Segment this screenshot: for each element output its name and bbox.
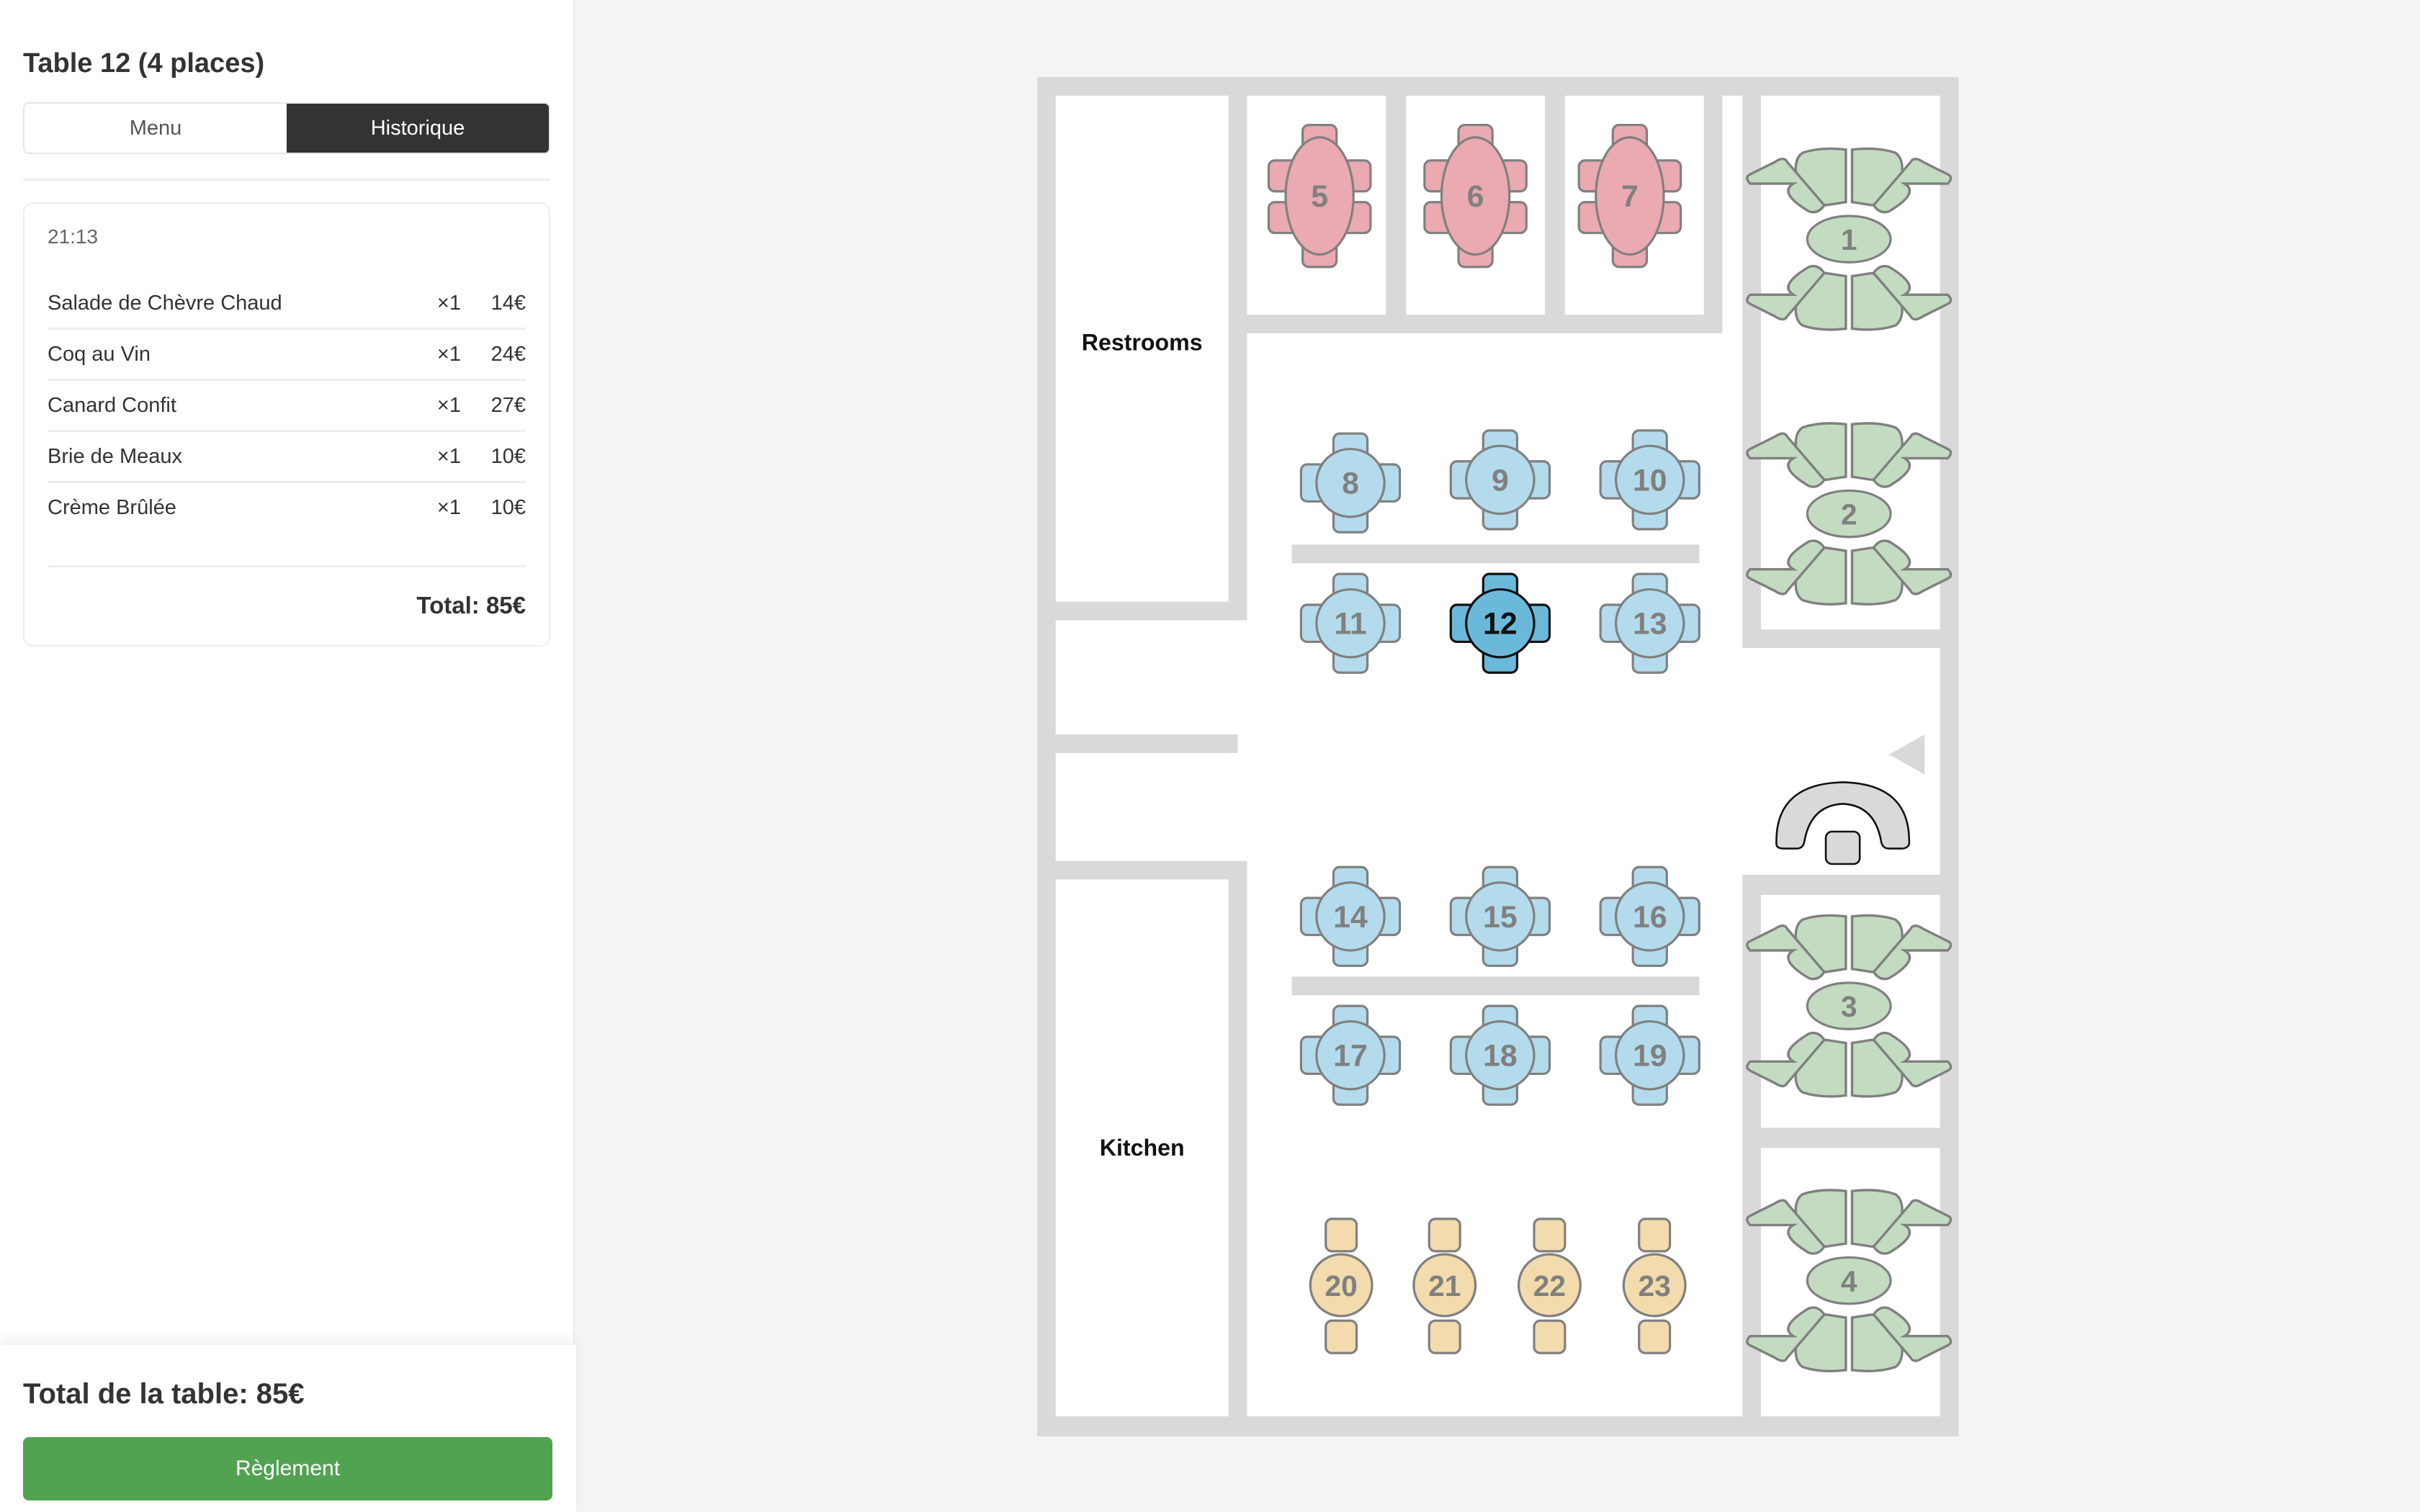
table-14[interactable]: 14 xyxy=(1299,865,1402,968)
bar-counter xyxy=(1775,781,1911,865)
order-item: Salade de Chèvre Chaud ×1 14€ xyxy=(48,279,526,330)
item-price: 10€ xyxy=(490,495,526,519)
table-7[interactable]: 7 xyxy=(1577,123,1682,269)
table-10[interactable]: 10 xyxy=(1599,429,1700,531)
sidebar-footer: Total de la table: 85€ Règlement xyxy=(0,1345,576,1512)
item-name: Crème Brûlée xyxy=(48,495,176,519)
table-9[interactable]: 9 xyxy=(1449,429,1551,531)
item-qty: ×1 xyxy=(436,495,461,519)
order-sidebar: Table 12 (4 places) Menu Historique 21:1… xyxy=(0,0,576,1512)
divider-wall xyxy=(1291,976,1700,996)
svg-text:6: 6 xyxy=(1467,179,1484,214)
table-15[interactable]: 15 xyxy=(1449,865,1551,968)
divider xyxy=(48,565,526,567)
item-price: 24€ xyxy=(490,342,526,366)
room-label-kitchen: Kitchen xyxy=(1100,1135,1185,1161)
booth-table-3[interactable]: 3 xyxy=(1746,914,1953,1096)
table-19[interactable]: 19 xyxy=(1599,1004,1700,1106)
table-12-selected[interactable]: 12 xyxy=(1449,572,1551,674)
svg-text:3: 3 xyxy=(1841,990,1857,1023)
svg-text:1: 1 xyxy=(1841,223,1857,256)
svg-text:2: 2 xyxy=(1841,498,1857,531)
divider xyxy=(23,179,550,181)
table-23[interactable]: 23 xyxy=(1622,1218,1687,1354)
table-11[interactable]: 11 xyxy=(1299,572,1402,674)
booth-table-2[interactable]: 2 xyxy=(1746,422,1953,604)
divider-wall xyxy=(1291,544,1700,564)
table-22[interactable]: 22 xyxy=(1517,1218,1582,1354)
table-13[interactable]: 13 xyxy=(1599,572,1700,674)
item-qty: ×1 xyxy=(436,444,461,468)
svg-text:19: 19 xyxy=(1633,1039,1667,1074)
item-qty: ×1 xyxy=(436,291,461,315)
svg-text:22: 22 xyxy=(1533,1269,1566,1302)
item-name: Salade de Chèvre Chaud xyxy=(48,291,282,315)
order-card: 21:13 Salade de Chèvre Chaud ×1 14€ Coq … xyxy=(23,202,550,647)
item-qty: ×1 xyxy=(436,393,461,417)
tab-menu[interactable]: Menu xyxy=(24,104,287,153)
payment-button[interactable]: Règlement xyxy=(23,1437,552,1500)
svg-text:20: 20 xyxy=(1325,1269,1358,1302)
item-name: Canard Confit xyxy=(48,393,176,417)
svg-text:8: 8 xyxy=(1342,467,1359,501)
view-tabs: Menu Historique xyxy=(23,102,550,154)
svg-text:5: 5 xyxy=(1311,179,1328,214)
item-price: 14€ xyxy=(490,291,526,315)
svg-text:14: 14 xyxy=(1333,900,1368,935)
booth-table-4[interactable]: 4 xyxy=(1746,1189,1953,1371)
svg-text:18: 18 xyxy=(1483,1039,1518,1074)
item-price: 10€ xyxy=(490,444,526,468)
table-6[interactable]: 6 xyxy=(1423,123,1528,269)
svg-text:11: 11 xyxy=(1334,607,1366,642)
entrance-arrow-icon xyxy=(1888,734,1925,775)
table-5[interactable]: 5 xyxy=(1267,123,1372,269)
order-item: Canard Confit ×1 27€ xyxy=(48,381,526,432)
svg-text:7: 7 xyxy=(1621,179,1639,214)
table-20[interactable]: 20 xyxy=(1309,1218,1373,1354)
tab-historique[interactable]: Historique xyxy=(287,104,549,153)
order-time: 21:13 xyxy=(48,225,99,248)
order-item: Brie de Meaux ×1 10€ xyxy=(48,432,526,483)
svg-text:23: 23 xyxy=(1639,1269,1671,1302)
item-qty: ×1 xyxy=(436,342,461,366)
order-item: Coq au Vin ×1 24€ xyxy=(48,330,526,381)
table-title: Table 12 (4 places) xyxy=(23,48,265,78)
svg-text:15: 15 xyxy=(1483,900,1518,935)
table-8[interactable]: 8 xyxy=(1299,432,1402,534)
order-total: Total: 85€ xyxy=(416,592,526,618)
table-21[interactable]: 21 xyxy=(1412,1218,1477,1354)
table-18[interactable]: 18 xyxy=(1449,1004,1551,1106)
order-item: Crème Brûlée ×1 10€ xyxy=(48,483,526,532)
table-total: Total de la table: 85€ xyxy=(23,1378,305,1410)
svg-text:21: 21 xyxy=(1428,1269,1461,1302)
svg-text:13: 13 xyxy=(1633,607,1667,642)
svg-text:12: 12 xyxy=(1483,607,1518,642)
item-name: Brie de Meaux xyxy=(48,444,182,468)
svg-text:10: 10 xyxy=(1633,463,1667,498)
svg-text:16: 16 xyxy=(1633,900,1667,935)
svg-text:4: 4 xyxy=(1841,1265,1857,1298)
bar-stool xyxy=(1824,830,1861,865)
svg-text:9: 9 xyxy=(1492,463,1509,498)
table-17[interactable]: 17 xyxy=(1299,1004,1402,1106)
table-16[interactable]: 16 xyxy=(1599,865,1700,968)
svg-text:17: 17 xyxy=(1333,1039,1368,1074)
item-name: Coq au Vin xyxy=(48,342,151,366)
item-price: 27€ xyxy=(490,393,526,417)
room-label-restrooms: Restrooms xyxy=(1082,329,1203,355)
order-items: Salade de Chèvre Chaud ×1 14€ Coq au Vin… xyxy=(48,279,526,532)
booth-table-1[interactable]: 1 xyxy=(1746,147,1953,329)
